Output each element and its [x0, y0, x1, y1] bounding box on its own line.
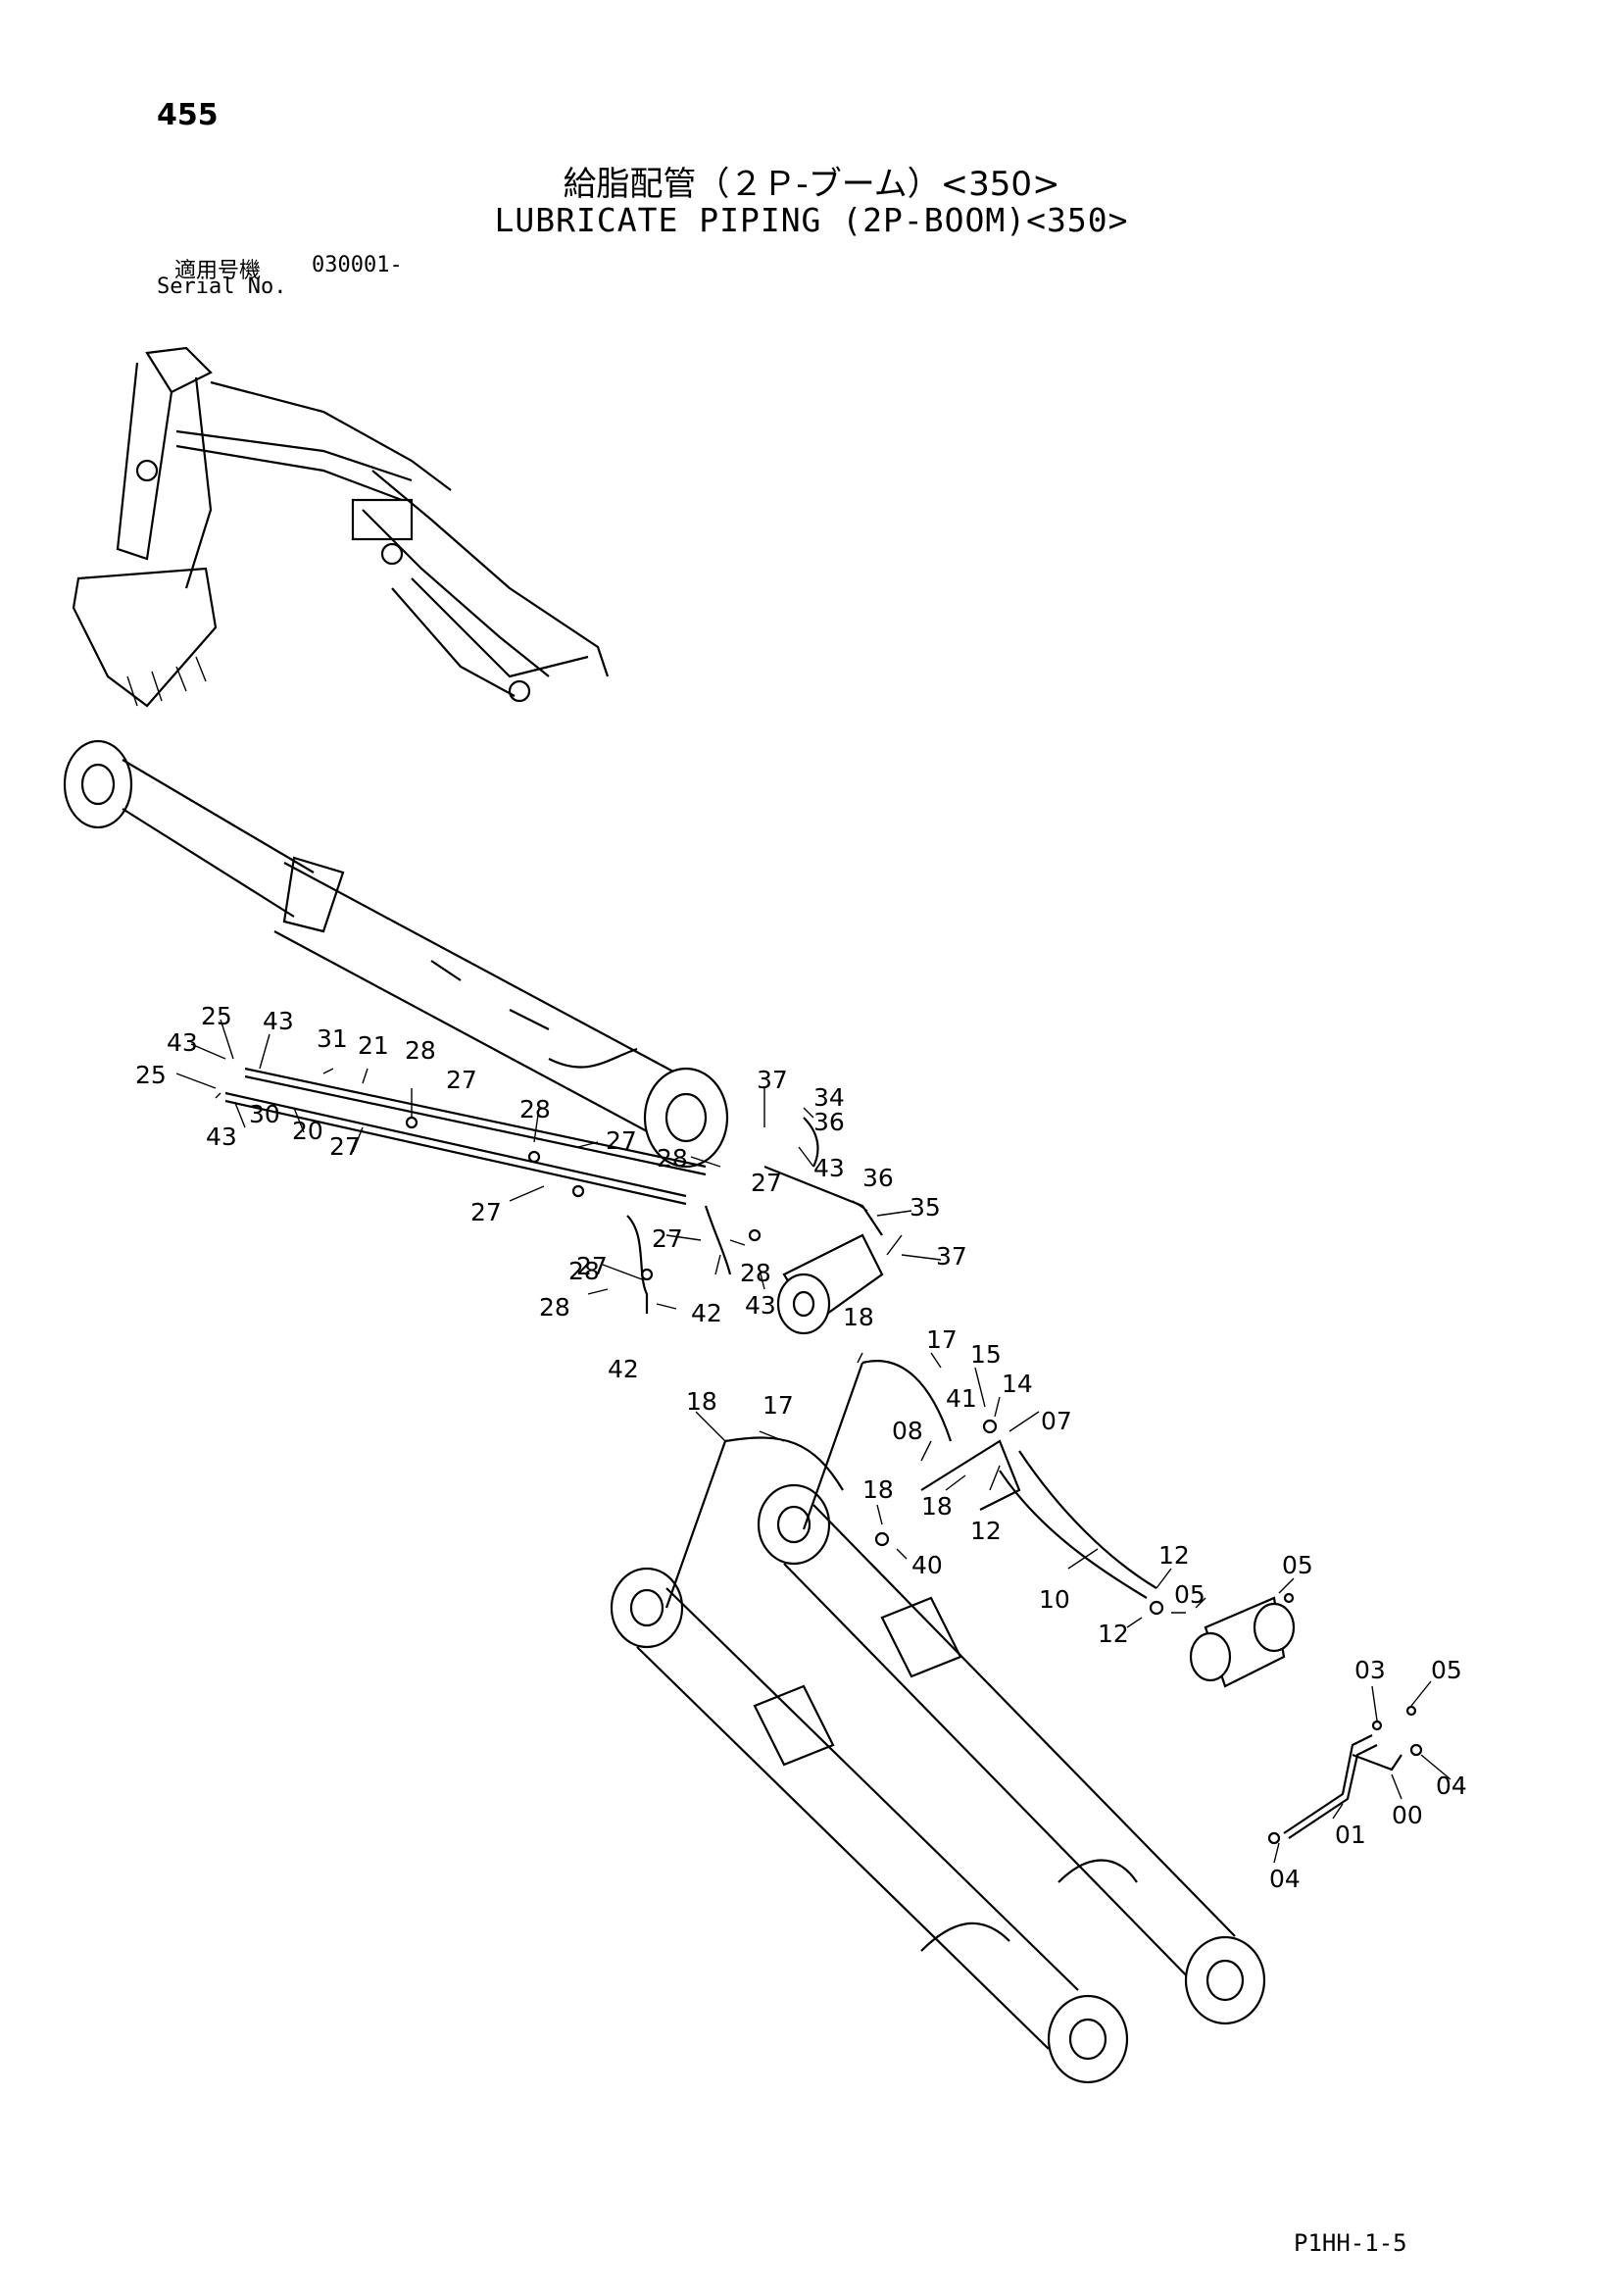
callout-label: 36: [862, 1164, 894, 1192]
serial-range: 030001-: [312, 253, 403, 277]
callout-label: 27: [470, 1198, 502, 1226]
callout-label: 43: [206, 1123, 237, 1151]
callout-label: 36: [813, 1108, 845, 1136]
callout-label: 17: [762, 1391, 794, 1420]
page-title-japanese: 給脂配管（２Ｐ-ブーム）<350>: [563, 165, 1060, 204]
arm-grease-piping: [664, 1360, 1164, 1616]
callout-label: 27: [329, 1132, 361, 1161]
callout-label: 18: [843, 1303, 874, 1331]
pin-assembly: [1189, 1592, 1296, 1688]
callout-label: 37: [757, 1066, 788, 1094]
callout-label: 18: [862, 1475, 894, 1504]
callout-label: 42: [691, 1299, 722, 1327]
callout-label: 28: [657, 1144, 688, 1173]
callout-label: 41: [946, 1384, 977, 1413]
page-title-english: LUBRICATE PIPING (2P-BOOM)<350>: [494, 201, 1129, 239]
callout-label: 42: [608, 1355, 639, 1383]
excavator-overview-illustration: [72, 346, 610, 708]
callout-label: 34: [813, 1083, 845, 1112]
boom-cylinder-upper: [63, 739, 729, 1169]
callout-label: 31: [317, 1024, 348, 1053]
pin-cylinder-small: [776, 1233, 884, 1335]
serial-label-japanese: 適用号機: [174, 259, 262, 283]
arm-cylinder-right: [757, 1483, 1266, 2025]
callout-label: 27: [576, 1252, 608, 1280]
callout-label: 28: [405, 1036, 436, 1065]
callout-label: 28: [519, 1095, 551, 1123]
callout-label: 27: [606, 1126, 637, 1155]
callout-label: 12: [1098, 1620, 1129, 1648]
callout-label: 18: [686, 1387, 717, 1416]
callout-label: 43: [745, 1291, 776, 1320]
callout-label: 43: [813, 1154, 845, 1182]
callout-label: 03: [1354, 1656, 1386, 1684]
page-number: 455: [157, 98, 219, 132]
callout-label: 07: [1041, 1407, 1072, 1435]
callout-leader-lines: [175, 1019, 1451, 1864]
callout-label: 28: [740, 1259, 771, 1287]
callout-label: 35: [910, 1193, 941, 1222]
callout-label: 15: [970, 1340, 1002, 1369]
callout-label: 30: [249, 1100, 280, 1128]
callout-label: 01: [1335, 1821, 1366, 1849]
callout-label: 04: [1269, 1865, 1301, 1893]
callout-label: 28: [568, 1257, 600, 1285]
callout-label: 20: [292, 1117, 323, 1145]
callout-label: 27: [652, 1224, 683, 1253]
callout-label: 04: [1436, 1772, 1467, 1800]
callout-label: 05: [1282, 1551, 1313, 1579]
callout-label: 05: [1174, 1580, 1205, 1609]
callout-label: 40: [911, 1551, 943, 1579]
callout-label: 43: [263, 1007, 294, 1035]
callout-label: 27: [446, 1066, 477, 1094]
callout-label: 21: [358, 1031, 389, 1060]
callout-label: 43: [167, 1028, 198, 1057]
callout-label: 17: [926, 1325, 958, 1354]
callout-label: 37: [936, 1242, 967, 1271]
callout-label: 05: [1431, 1656, 1462, 1684]
footer-code: P1HH-1-5: [1294, 2229, 1407, 2257]
callout-labels: 25 43 31 21 28 43 25 27 43 30 20 27 28 2…: [135, 1002, 1467, 1893]
serial-label-english: Serial No.: [157, 275, 287, 299]
callout-label: 25: [135, 1061, 167, 1089]
callout-label: 14: [1002, 1370, 1033, 1398]
grease-hose-assembly-left: [224, 1067, 883, 1314]
arm-cylinder-left: [610, 1567, 1129, 2084]
callout-label: 12: [970, 1517, 1002, 1545]
fitting-assembly: [1267, 1705, 1423, 1845]
callout-label: 00: [1392, 1801, 1423, 1829]
callout-label: 10: [1039, 1585, 1070, 1614]
callout-label: 08: [892, 1417, 923, 1445]
callout-label: 12: [1158, 1541, 1190, 1570]
callout-label: 27: [751, 1169, 782, 1197]
callout-label: 25: [201, 1002, 232, 1030]
callout-label: 28: [539, 1293, 570, 1322]
callout-label: 18: [921, 1492, 953, 1521]
